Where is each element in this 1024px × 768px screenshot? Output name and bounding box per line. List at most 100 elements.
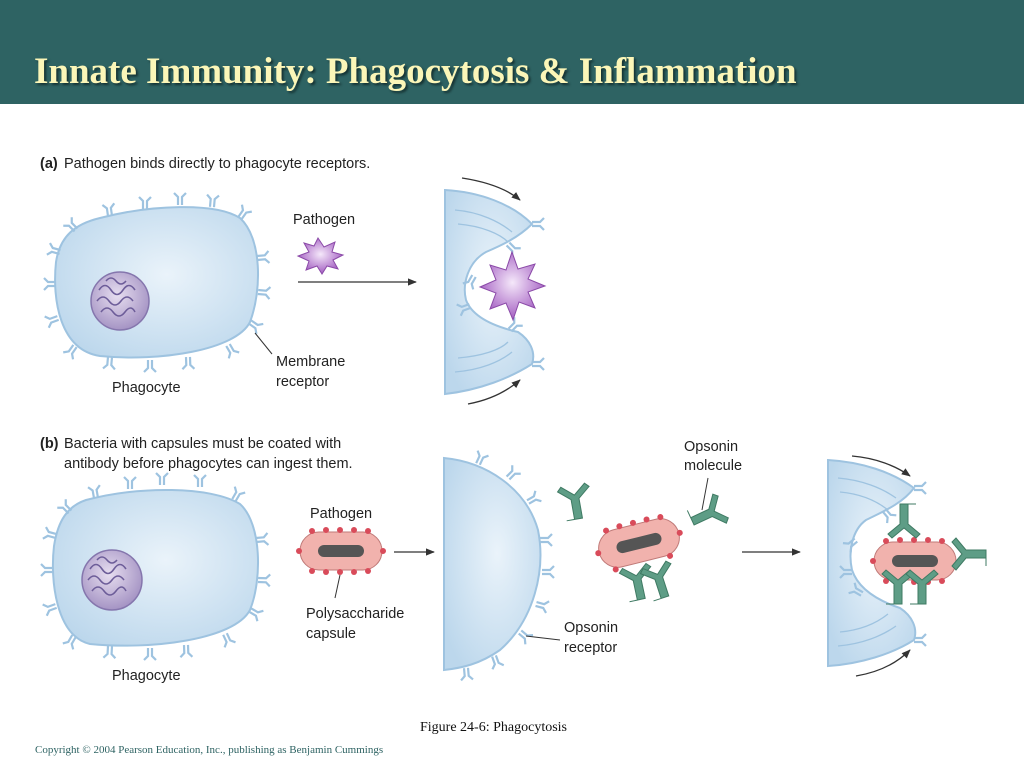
receptor-icon bbox=[256, 250, 271, 264]
membrane-receptor-pointer bbox=[254, 332, 273, 355]
receptor-icon bbox=[507, 317, 523, 333]
arrow-curve-top-b bbox=[851, 455, 911, 477]
receptor-icon bbox=[518, 629, 534, 645]
receptor-icon bbox=[87, 484, 101, 499]
receptor-icon bbox=[181, 356, 196, 370]
receptor-icon bbox=[42, 526, 57, 540]
receptor-icon bbox=[44, 315, 60, 329]
phagocyte-label-a: Phagocyte bbox=[112, 380, 181, 396]
bound-opsonins-engulfed bbox=[881, 503, 987, 605]
membrane-receptors-a bbox=[43, 192, 272, 373]
phagocyte-cell-b bbox=[40, 472, 271, 661]
receptor-icon bbox=[540, 533, 553, 547]
receptor-icon bbox=[914, 633, 927, 647]
pathogen-a bbox=[296, 237, 345, 275]
receptor-icon bbox=[231, 486, 246, 502]
receptor-icon bbox=[842, 537, 858, 553]
arrow-curve-bottom-b bbox=[855, 649, 911, 677]
phagocyte-edge-b bbox=[443, 450, 555, 682]
capsule-dots-b bbox=[296, 527, 386, 575]
encapsulated-bacterium-b bbox=[296, 527, 386, 575]
receptor-icon bbox=[225, 343, 240, 359]
membrane-receptor-label-1: Membrane bbox=[276, 354, 345, 370]
copyright-notice: Copyright © 2004 Pearson Education, Inc.… bbox=[35, 744, 384, 756]
receptor-icon bbox=[173, 192, 187, 205]
title-bar bbox=[0, 0, 1024, 104]
receptor-icon bbox=[491, 654, 505, 670]
receptor-icon bbox=[46, 242, 61, 256]
receptor-icon bbox=[881, 508, 897, 524]
opsonin-receptors-b bbox=[40, 472, 271, 661]
capsule-label-2: capsule bbox=[306, 626, 356, 642]
receptor-icon bbox=[62, 634, 77, 650]
panel-a-heading: Pathogen binds directly to phagocyte rec… bbox=[64, 156, 370, 172]
receptor-icon bbox=[102, 356, 116, 371]
receptor-icon bbox=[143, 648, 157, 661]
receptor-icon bbox=[257, 573, 271, 588]
receptor-icon bbox=[257, 286, 272, 300]
opsonin-receptors-edge-b bbox=[460, 450, 555, 682]
receptor-icon bbox=[255, 532, 270, 546]
nucleus-b bbox=[81, 549, 143, 611]
opsonin-molecule-label-1: Opsonin bbox=[684, 439, 738, 455]
receptor-icon bbox=[505, 465, 521, 481]
receptor-icon bbox=[848, 582, 864, 597]
engulfing-phagocyte-b bbox=[827, 458, 927, 668]
receptor-icon bbox=[839, 565, 852, 579]
nucleus-a bbox=[90, 271, 150, 331]
opsonin-molecule-label-2: molecule bbox=[684, 458, 742, 474]
receptor-icon bbox=[179, 644, 194, 658]
capsule-label-1: Polysaccharide bbox=[306, 606, 404, 622]
receptor-icon bbox=[535, 600, 550, 614]
opsonin-receptor-label-1: Opsonin bbox=[564, 620, 618, 636]
receptor-icon bbox=[248, 319, 264, 334]
receptor-icon bbox=[462, 274, 477, 290]
pathogen-label-b: Pathogen bbox=[310, 506, 372, 522]
receptor-icon bbox=[456, 303, 472, 317]
slide-title: Innate Immunity: Phagocytosis & Inflamma… bbox=[34, 51, 797, 92]
receptor-icon bbox=[155, 472, 169, 485]
phagocyte-label-b: Phagocyte bbox=[112, 668, 181, 684]
receptor-icon bbox=[123, 476, 137, 489]
receptor-icon bbox=[526, 490, 542, 505]
receptor-icon bbox=[248, 607, 264, 622]
membrane-receptor-label-2: receptor bbox=[276, 374, 329, 390]
panel-b-heading-1: Bacteria with capsules must be coated wi… bbox=[64, 436, 341, 452]
receptor-icon bbox=[138, 196, 152, 209]
receptor-icon bbox=[475, 450, 489, 466]
engulfing-phagocyte-a bbox=[444, 188, 545, 396]
opsonin-receptors-engulf-b bbox=[839, 481, 927, 647]
capsule-pointer bbox=[334, 574, 341, 599]
receptor-icon bbox=[237, 204, 252, 220]
membrane-receptors-engulf-a bbox=[456, 217, 545, 371]
figure-caption: Figure 24-6: Phagocytosis bbox=[420, 720, 567, 735]
receptor-icon bbox=[102, 645, 117, 660]
receptor-icon bbox=[42, 603, 58, 617]
pathogen-engulfed-a bbox=[478, 250, 547, 322]
panel-b-heading-2: antibody before phagocytes can ingest th… bbox=[64, 456, 353, 472]
phagocyte-cell-a bbox=[43, 192, 272, 373]
opsonin-molecule-pointer bbox=[701, 477, 709, 511]
bound-opsonins bbox=[618, 560, 672, 603]
receptor-icon bbox=[57, 499, 73, 515]
arrow-curve-top-a bbox=[461, 177, 521, 201]
opsonin-free-2 bbox=[686, 493, 729, 526]
panel-a-letter: (a) bbox=[40, 156, 58, 172]
receptor-icon bbox=[143, 360, 157, 373]
receptor-icon bbox=[43, 277, 56, 291]
opsonin-receptor-label-2: receptor bbox=[564, 640, 617, 656]
pathogen-label-a: Pathogen bbox=[293, 212, 355, 228]
receptor-icon bbox=[532, 357, 545, 371]
receptor-icon bbox=[63, 344, 78, 360]
receptor-icon bbox=[532, 217, 545, 231]
receptor-icon bbox=[206, 193, 220, 208]
arrow-curve-bottom-a bbox=[467, 379, 521, 405]
opsonin-receptor-pointer bbox=[525, 635, 561, 641]
engulfed-bacterium-b bbox=[870, 503, 987, 605]
phagocytosis-diagram: (a) Pathogen binds directly to phagocyte… bbox=[40, 156, 987, 684]
receptor-icon bbox=[222, 632, 236, 648]
receptor-icon bbox=[914, 481, 927, 495]
receptor-icon bbox=[542, 565, 555, 579]
opsonized-bacterium-b bbox=[595, 514, 683, 603]
receptor-icon bbox=[101, 202, 116, 217]
